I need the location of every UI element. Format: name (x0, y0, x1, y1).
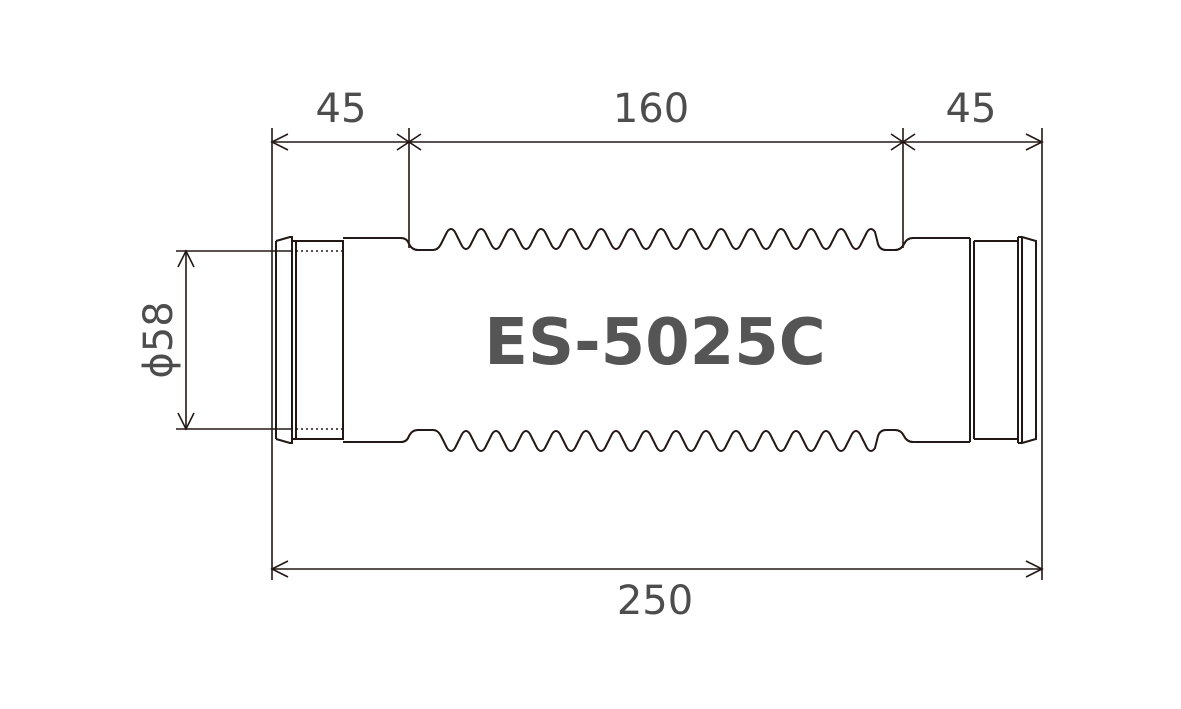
top-dimension-lines (270, 128, 1044, 580)
right-end-length-label: 45 (946, 86, 997, 132)
arrow-bellows-end (890, 133, 916, 151)
bellows-top-outline (343, 228, 970, 251)
arrow-right-bottom (1025, 560, 1044, 578)
arrow-right (1025, 133, 1044, 151)
arrow-diameter-bottom (177, 412, 195, 431)
left-cap (275, 236, 293, 444)
pipe-outline (275, 228, 1037, 452)
arrow-left-bottom (270, 560, 289, 578)
bottom-dimension-line (270, 560, 1044, 578)
model-name: ES-5025C (484, 306, 825, 380)
overall-length-label: 250 (617, 578, 693, 624)
diameter-dimension (176, 249, 292, 431)
bellows-length-label: 160 (613, 86, 689, 132)
arrow-diameter-top (177, 249, 195, 268)
right-cap (1017, 236, 1037, 444)
left-end-length-label: 45 (316, 86, 367, 132)
arrow-bellows-start (396, 133, 422, 151)
arrow-left (270, 133, 289, 151)
bellows-bottom-outline (343, 429, 970, 452)
diameter-label: ϕ58 (136, 301, 182, 378)
